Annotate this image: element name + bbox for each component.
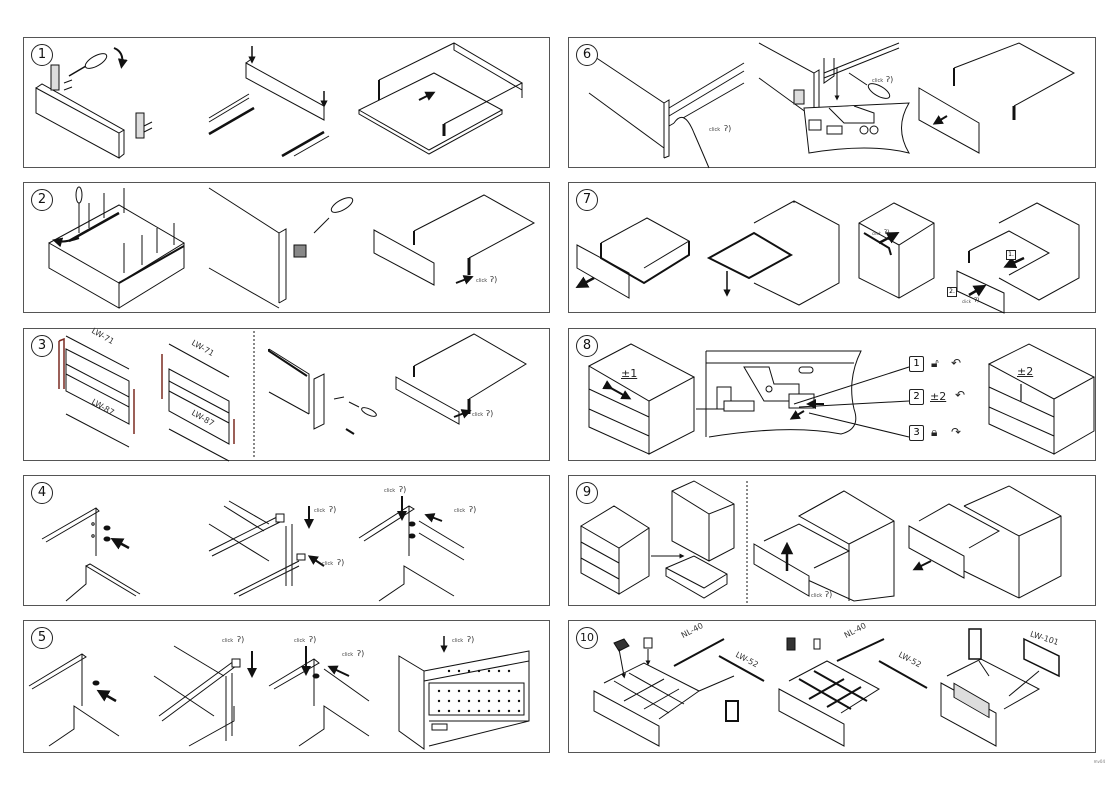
adjustment-index: 3 — [909, 425, 924, 441]
step-1-panel: 1 — [23, 37, 550, 168]
step-6-panel: 6 click ʔ) click ʔ) — [568, 37, 1096, 169]
step-number: 5 — [31, 627, 53, 649]
step-9-panel: 9 click ʔ) — [568, 475, 1096, 606]
tolerance-right: ±2 — [1017, 365, 1034, 378]
step-10-panel: 10 NL-40 LW-52 NL-40 LW-52 LW-101 — [568, 620, 1096, 753]
step-5-panel: 5 click ʔ) click ʔ) click ʔ) click ʔ) — [23, 620, 550, 753]
ear-sound-icon: ʔ) — [886, 75, 894, 84]
step-number: 8 — [576, 335, 598, 357]
ear-sound-icon: ʔ) — [825, 590, 833, 599]
unlock-icon: 🔓︎ — [931, 356, 939, 370]
lock-icon: 🔒︎ — [931, 425, 938, 439]
step-6-illustration — [588, 42, 1076, 169]
ear-sound-icon: ʔ) — [337, 558, 345, 567]
click-label: click — [322, 561, 334, 567]
tolerance-left: ±1 — [621, 367, 638, 380]
step-number: 7 — [576, 189, 598, 211]
click-label: click — [709, 127, 721, 133]
step-3-panel: 3 LW-71 LW-87 LW-71 LW-87 click ʔ) — [23, 326, 550, 462]
step-number: 9 — [576, 482, 598, 504]
step-8-panel: 8 ±1 ±2 1 🔓︎ ↶ 2 ±2 ↶ 3 🔒︎ ↷ — [568, 328, 1096, 461]
ear-sound-icon: ʔ) — [486, 409, 494, 418]
step-7-panel: 7 click ʔ) 1. 2. click ʔ) — [568, 182, 1096, 314]
ear-sound-icon: ʔ) — [399, 485, 407, 494]
step-number: 10 — [576, 627, 598, 649]
ear-sound-icon: ʔ) — [490, 275, 498, 284]
click-label: click — [476, 278, 488, 284]
click-label: click — [872, 78, 884, 84]
step-8-illustration — [587, 343, 1096, 455]
step-5-illustration — [28, 636, 530, 750]
click-label: click — [962, 299, 971, 304]
ear-sound-icon: ʔ) — [469, 505, 477, 514]
click-label: click — [452, 638, 464, 644]
step-4-panel: 4 click ʔ) click ʔ) click ʔ) click ʔ) — [23, 475, 550, 606]
click-label: click — [472, 412, 484, 418]
step-3-illustration — [58, 331, 527, 462]
click-label: click — [342, 652, 354, 658]
ear-sound-icon: ʔ) — [357, 649, 365, 658]
callout-1: 1. — [1006, 250, 1016, 260]
click-label: click — [314, 508, 326, 514]
step-1-illustration — [35, 42, 524, 159]
step-7-illustration — [575, 200, 1080, 314]
click-label: click — [872, 231, 881, 236]
rotate-clockwise-icon: ↷ — [951, 425, 962, 439]
ear-sound-icon: ʔ) — [309, 635, 317, 644]
step-number: 1 — [31, 44, 53, 66]
click-label: click — [454, 508, 466, 514]
click-label: click — [294, 638, 306, 644]
adjustment-index: 1 — [909, 356, 924, 372]
rotate-counterclockwise-icon: ↶ — [955, 388, 966, 402]
step-10-illustration — [593, 628, 1060, 747]
step-number: 3 — [31, 335, 53, 357]
rotate-counterclockwise-icon: ↶ — [951, 356, 962, 370]
callout-2: 2. — [947, 287, 957, 297]
click-label: click — [384, 488, 396, 494]
adjustment-index: 2 — [909, 389, 924, 405]
ear-sound-icon: ʔ) — [467, 635, 475, 644]
click-label: click — [811, 593, 823, 599]
step-2-panel: 2 click ʔ) — [23, 182, 550, 313]
step-9-illustration — [580, 480, 1062, 604]
ear-sound-icon: ʔ) — [237, 635, 245, 644]
step-number: 2 — [31, 189, 53, 211]
click-label: click — [222, 638, 234, 644]
step-4-illustration — [41, 496, 465, 602]
step-number: 6 — [576, 44, 598, 66]
adjustment-value: ±2 — [930, 390, 947, 403]
ear-sound-icon: ʔ) — [329, 505, 337, 514]
ear-sound-icon: ʔ) — [884, 229, 890, 236]
step-number: 4 — [31, 482, 53, 504]
step-2-illustration — [48, 186, 536, 309]
ear-sound-icon: ʔ) — [724, 124, 732, 133]
document-code: mv04 — [1093, 759, 1105, 764]
ear-sound-icon: ʔ) — [974, 297, 980, 304]
